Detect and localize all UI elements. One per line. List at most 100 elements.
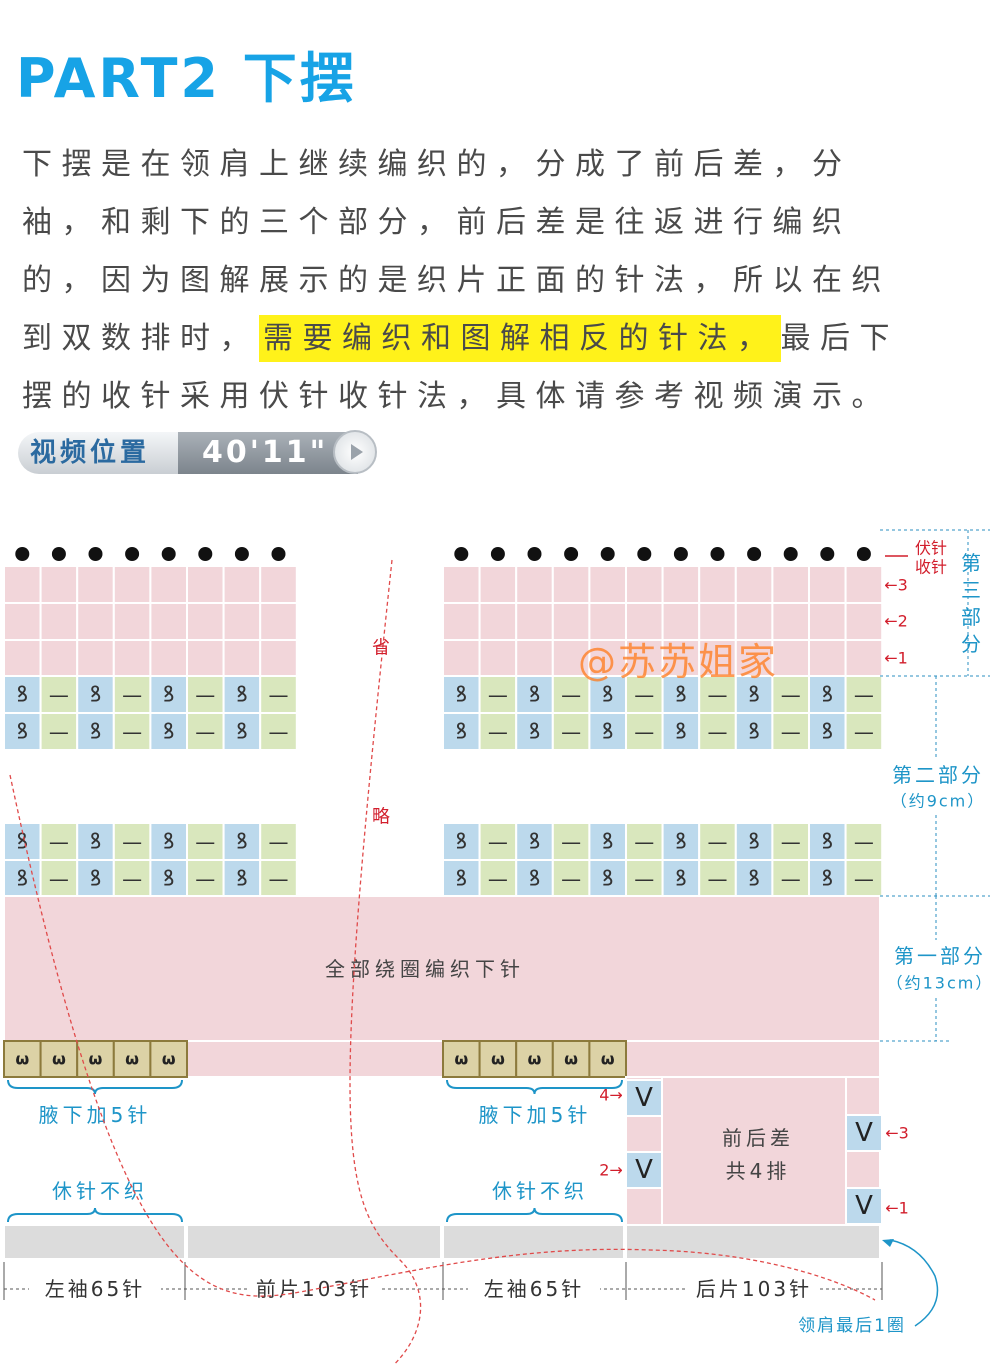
increase-symbol: V — [635, 1083, 653, 1113]
para-line-2: 袖，和剩下的三个部分，前后差是往返进行编织 — [22, 205, 852, 240]
twist-purl-cell — [222, 822, 262, 861]
yo-symbol: ω — [15, 1050, 29, 1069]
twist-stitch-symbol: ꝸ — [236, 830, 248, 855]
bindoff-dot — [564, 547, 579, 561]
label-bg — [29, 1277, 161, 1301]
yo-cell — [551, 1040, 591, 1078]
bindoff-dot — [15, 547, 30, 561]
twist-stitch-symbol: ꝸ — [163, 830, 175, 855]
yo-cell — [112, 1040, 152, 1078]
yo-cell — [588, 1040, 628, 1078]
part3-label: 三 — [961, 578, 981, 602]
brace — [446, 1079, 623, 1095]
pink-cell — [734, 565, 774, 604]
pink-cell — [661, 565, 701, 604]
pink-cell — [442, 639, 481, 678]
para-line-4-pre: 到双数排时， — [22, 321, 259, 356]
pink-cell — [551, 565, 591, 604]
hold-left-label: 休针不织 — [52, 1179, 148, 1203]
last-round-cell — [3, 1224, 186, 1260]
bottom-label: 后片103针 — [696, 1277, 812, 1301]
twist-stitch-symbol: ꝸ — [529, 683, 541, 708]
knit-symbol: — — [195, 683, 215, 707]
knit-symbol: — — [122, 830, 142, 854]
pink-cell — [112, 639, 152, 678]
pink-cell — [588, 565, 628, 604]
twist-stitch-symbol: ꝸ — [236, 720, 248, 745]
short-row-marker-2: 2→ — [599, 1161, 623, 1180]
bindoff-dot — [490, 547, 505, 561]
twist-stitch-symbol: ꝸ — [529, 720, 541, 745]
short-row-block — [661, 1076, 847, 1226]
twist-stitch-symbol: ꝸ — [748, 830, 760, 855]
knit-symbol: — — [634, 720, 654, 744]
short-row-marker-1: ←1 — [885, 1199, 909, 1218]
page-title: PART2 下摆 — [16, 47, 357, 110]
twist-stitch-symbol: ꝸ — [675, 683, 687, 708]
knit-symbol: — — [195, 720, 215, 744]
para-line-3: 的，因为图解展示的是织片正面的针法，所以在织 — [22, 263, 891, 298]
knit-symbol: — — [561, 867, 581, 891]
play-icon[interactable] — [333, 430, 377, 474]
hold-right-label: 休针不织 — [492, 1179, 588, 1203]
knit-cell — [625, 712, 664, 751]
twist-purl-cell — [442, 712, 481, 751]
twist-purl-cell — [76, 675, 115, 714]
twist-purl-cell — [734, 822, 774, 861]
knit-symbol: — — [854, 683, 874, 707]
twist-stitch-symbol: ꝸ — [602, 720, 614, 745]
twist-purl-cell — [149, 859, 188, 898]
twist-stitch-symbol: ꝸ — [17, 830, 29, 855]
knit-symbol: — — [122, 720, 142, 744]
twist-purl-cell — [661, 859, 701, 898]
knit-cell — [478, 712, 518, 751]
twist-stitch-symbol: ꝸ — [822, 720, 834, 745]
all-round-knit-block — [3, 895, 881, 1042]
pink-cell — [478, 602, 518, 641]
twist-stitch-symbol: ꝸ — [529, 830, 541, 855]
short-rows-count: 共4排 — [726, 1159, 791, 1183]
part2-size: （约9cm） — [891, 792, 986, 811]
pink-cell — [734, 602, 774, 641]
bottom-label: 左袖65针 — [484, 1277, 584, 1301]
knit-symbol: — — [269, 867, 289, 891]
bindoff-dot — [600, 547, 615, 561]
short-row-marker-4: 4→ — [599, 1086, 623, 1105]
twist-stitch-symbol: ꝸ — [90, 867, 102, 892]
knit-cell — [625, 822, 664, 861]
pink-cell — [844, 602, 884, 641]
yo-cell — [149, 1040, 188, 1078]
pink-cell — [222, 602, 262, 641]
twist-stitch-symbol: ꝸ — [675, 720, 687, 745]
twist-stitch-symbol: ꝸ — [822, 683, 834, 708]
video-position-label: 视频位置 — [18, 432, 188, 474]
bindoff-dot — [783, 547, 798, 561]
twist-purl-cell — [222, 712, 262, 751]
para-line-4: 到双数排时，需要编织和图解相反的针法，最后下 — [22, 310, 992, 368]
twist-purl-cell — [808, 712, 847, 751]
pink-cell — [186, 639, 225, 678]
video-position-bar[interactable]: 视频位置 40'11" — [18, 430, 378, 476]
bindoff-dot — [820, 547, 835, 561]
yo-cell — [3, 1040, 42, 1078]
highlight-text: 需要编织和图解相反的针法， — [259, 315, 781, 362]
twist-stitch-symbol: ꝸ — [748, 867, 760, 892]
pink-cell — [808, 602, 847, 641]
knit-symbol: — — [488, 683, 508, 707]
bindoff-dot — [271, 547, 286, 561]
short-rows-label: 前后差 — [722, 1126, 794, 1150]
bindoff-label-1: 伏针 — [915, 539, 947, 558]
knit-symbol: — — [708, 830, 728, 854]
arrow-head — [882, 1239, 894, 1247]
yo-symbol: ω — [528, 1050, 542, 1069]
pink-cell — [515, 565, 554, 604]
yo-cell — [442, 1040, 481, 1078]
row-marker-2: ←2 — [884, 612, 908, 631]
twist-stitch-symbol: ꝸ — [602, 683, 614, 708]
knit-symbol: — — [708, 683, 728, 707]
twist-stitch-symbol: ꝸ — [90, 720, 102, 745]
knit-symbol: — — [781, 867, 801, 891]
pink-cell — [3, 565, 42, 604]
yo-cell — [515, 1040, 554, 1078]
underarm-left-label: 腋下加5针 — [39, 1103, 152, 1127]
